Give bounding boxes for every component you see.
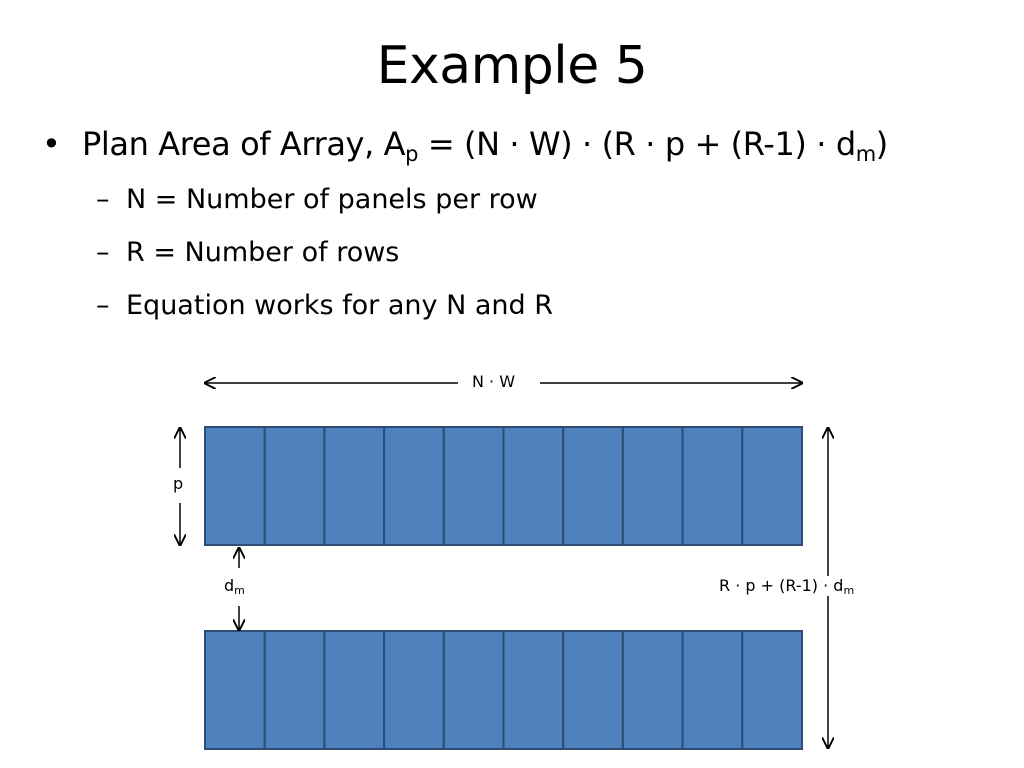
spacing-label-text: d: [224, 576, 235, 595]
bullet-symbol: •: [42, 125, 61, 163]
panel-row: [204, 630, 803, 750]
solar-panel: [741, 630, 803, 750]
slide-title: Example 5: [376, 36, 648, 96]
bullet-lead: Plan Area of Array, A: [82, 125, 406, 163]
sub-bullet-text: N = Number of panels per row: [126, 184, 538, 215]
panel-row: [204, 426, 803, 546]
solar-panel: [323, 426, 386, 546]
spacing-label-subscript: m: [234, 584, 245, 597]
sub-bullet-panels: –N = Number of panels per row: [96, 180, 538, 220]
solar-panel: [383, 426, 445, 546]
solar-panel: [681, 426, 744, 546]
solar-panel: [621, 630, 684, 750]
solar-panel: [621, 426, 684, 546]
solar-panel: [562, 630, 624, 750]
dash-symbol: –: [96, 290, 110, 321]
total-height-label-subscript: m: [843, 584, 855, 597]
bullet-formula-subscript: m: [855, 142, 876, 166]
bullet-formula: = (N · W) · (R · p + (R-1) · d: [418, 125, 856, 163]
dash-symbol: –: [96, 184, 110, 215]
solar-panel: [263, 630, 326, 750]
solar-panel: [681, 630, 744, 750]
bullet-lead-subscript: p: [405, 142, 419, 166]
solar-panel: [204, 630, 266, 750]
solar-panel: [741, 426, 803, 546]
sub-bullet-rows: –R = Number of rows: [96, 233, 399, 273]
panel-rows: [204, 426, 803, 750]
spacing-label: dm: [224, 576, 245, 596]
dash-symbol: –: [96, 237, 110, 268]
solar-panel: [562, 426, 624, 546]
solar-panel: [502, 426, 565, 546]
solar-panel: [383, 630, 445, 750]
solar-panel: [442, 630, 505, 750]
sub-bullet-text: Equation works for any N and R: [126, 290, 553, 321]
height-label: p: [173, 474, 184, 493]
bullet-formula-end: ): [875, 125, 888, 163]
width-label: N · W: [472, 372, 516, 392]
total-height-label-text: R · p + (R-1) · d: [719, 576, 844, 595]
solar-panel: [323, 630, 386, 750]
solar-panel: [263, 426, 326, 546]
sub-bullet-text: R = Number of rows: [126, 237, 400, 268]
solar-panel: [502, 630, 565, 750]
sub-bullet-equation: –Equation works for any N and R: [96, 286, 553, 326]
total-height-label: R · p + (R-1) · dm: [719, 576, 855, 597]
main-bullet: • Plan Area of Array, Ap = (N · W) · (R ·…: [42, 118, 888, 170]
solar-panel: [442, 426, 505, 546]
solar-panel: [204, 426, 266, 546]
